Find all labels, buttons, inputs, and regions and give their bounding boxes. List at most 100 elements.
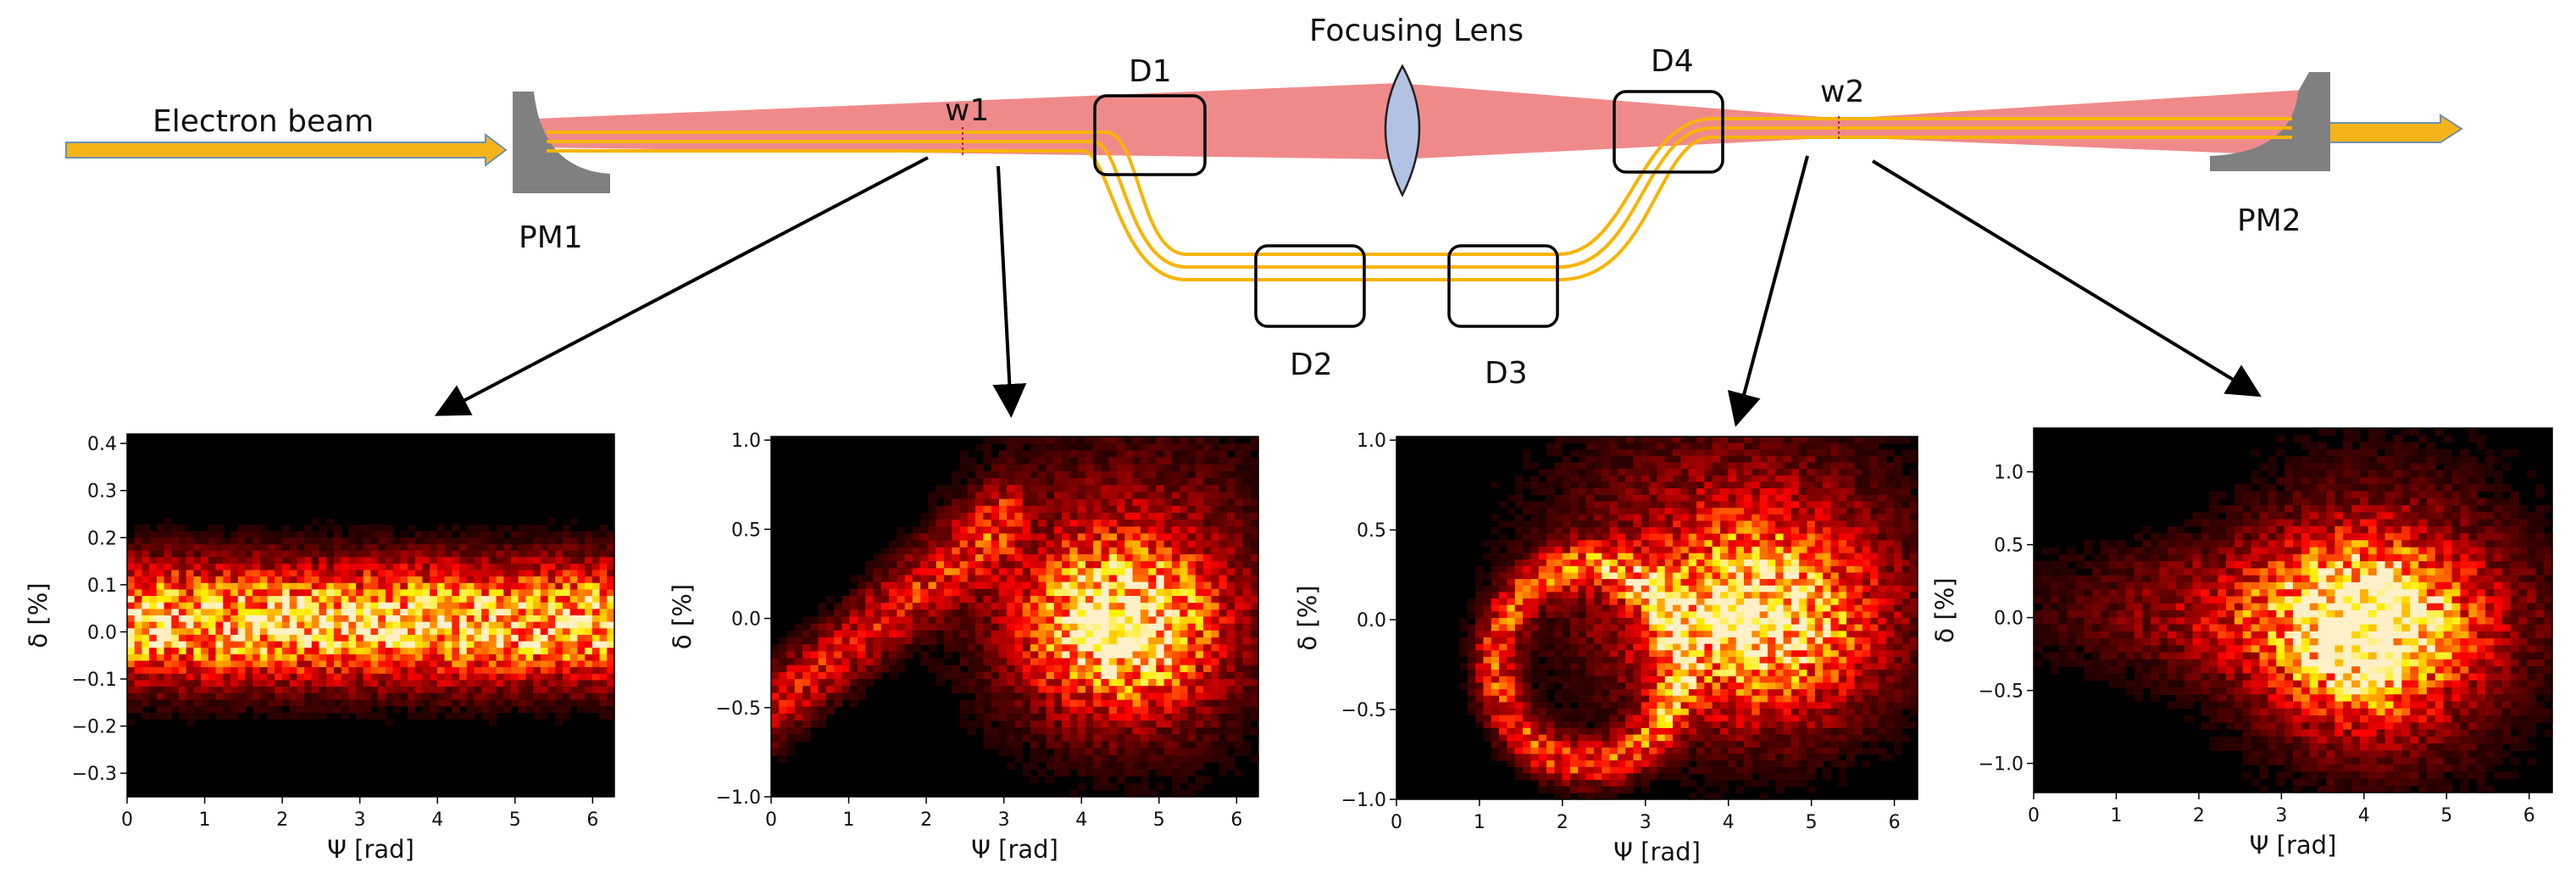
heatmap-cell: [1195, 457, 1204, 465]
heatmap-cell: [1030, 727, 1039, 736]
heatmap-cell: [496, 654, 504, 662]
heatmap-cell: [1093, 443, 1102, 451]
heatmap-cell: [1062, 526, 1070, 535]
heatmap-cell: [1235, 547, 1244, 555]
heatmap-cell: [378, 673, 386, 681]
heatmap-cell: [1038, 727, 1047, 736]
heatmap-cell: [771, 658, 780, 666]
heatmap-cell: [563, 648, 571, 655]
heatmap-cell: [525, 641, 534, 648]
heatmap-cell: [208, 693, 217, 700]
heatmap-cell: [1030, 720, 1039, 728]
heatmap-cell: [1038, 492, 1047, 500]
heatmap-cell: [585, 609, 593, 616]
heatmap-cell: [1124, 520, 1134, 527]
heatmap-cell: [959, 568, 969, 576]
heatmap-cell: [430, 531, 438, 538]
heatmap-cell: [356, 654, 364, 662]
heatmap-cell: [1069, 498, 1079, 507]
heatmap-cell: [237, 654, 246, 662]
panel-1-heatmap: [127, 518, 615, 726]
heatmap-cell: [1148, 789, 1158, 798]
heatmap-cell: [436, 589, 446, 597]
heatmap-cell: [1108, 686, 1118, 693]
heatmap-cell: [920, 512, 930, 520]
heatmap-cell: [1203, 485, 1212, 492]
heatmap-cell: [983, 568, 992, 576]
heatmap-cell: [1491, 695, 1500, 703]
heatmap-cell: [208, 680, 217, 687]
heatmap-cell: [1180, 616, 1189, 625]
heatmap-cell: [245, 699, 253, 707]
heatmap-cell: [1180, 720, 1189, 728]
heatmap-cell: [912, 568, 921, 576]
heatmap-cell: [363, 531, 372, 538]
heatmap-cell: [230, 589, 239, 597]
heatmap-cell: [555, 687, 564, 694]
heatmap-cell: [422, 537, 430, 545]
heatmap-cell: [1180, 437, 1189, 444]
heatmap-cell: [1195, 609, 1204, 618]
heatmap-cell: [1538, 469, 1547, 476]
heatmap-cell: [525, 557, 534, 565]
heatmap-cell: [134, 576, 142, 584]
heatmap-cell: [326, 699, 335, 707]
heatmap-cell: [1514, 689, 1524, 697]
heatmap-cell: [1156, 526, 1165, 535]
heatmap-cell: [1578, 793, 1587, 800]
heatmap-cell: [356, 570, 364, 577]
heatmap-cell: [1235, 609, 1244, 618]
heatmap-cell: [1538, 709, 1547, 716]
heatmap-cell: [983, 561, 992, 569]
heatmap-cell: [794, 637, 803, 645]
heatmap-cell: [1585, 754, 1595, 761]
heatmap-cell: [533, 615, 541, 623]
heatmap-cell: [865, 658, 874, 666]
heatmap-cell: [1585, 592, 1595, 599]
heatmap-cell: [134, 615, 142, 623]
heatmap-cell: [999, 478, 1008, 486]
heatmap-cell: [1038, 568, 1047, 576]
heatmap-cell: [1163, 713, 1173, 721]
heatmap-cell: [171, 699, 180, 707]
heatmap-cell: [1046, 485, 1055, 492]
heatmap-cell: [999, 485, 1008, 492]
heatmap-cell: [1069, 526, 1079, 535]
heatmap-cell: [834, 637, 843, 645]
heatmap-cell: [481, 525, 490, 532]
heatmap-cell: [1022, 581, 1031, 590]
heatmap-cell: [975, 568, 984, 576]
heatmap-cell: [1108, 762, 1118, 770]
heatmap-cell: [591, 628, 601, 636]
heatmap-cell: [1203, 470, 1212, 479]
heatmap-cell: [999, 658, 1008, 666]
heatmap-cell: [1578, 481, 1587, 489]
heatmap-cell: [1077, 741, 1086, 749]
heatmap-cell: [880, 623, 890, 631]
heatmap-cell: [481, 550, 490, 558]
heatmap-cell: [1007, 498, 1016, 507]
heatmap-cell: [275, 673, 283, 681]
heatmap-cell: [1507, 760, 1516, 768]
heatmap-cell: [834, 609, 843, 618]
heatmap-cell: [825, 699, 835, 708]
heatmap-cell: [518, 621, 526, 629]
heatmap-cell: [348, 589, 357, 597]
heatmap-cell: [304, 589, 313, 597]
heatmap-cell: [1491, 572, 1500, 580]
heatmap-cell: [1007, 658, 1016, 666]
heatmap-cell: [1132, 588, 1141, 597]
heatmap-cell: [149, 557, 158, 565]
heatmap-cell: [275, 667, 283, 675]
heatmap-cell: [392, 673, 401, 681]
heatmap-cell: [1124, 665, 1134, 673]
heatmap-cell: [1093, 561, 1102, 569]
heatmap-cell: [577, 537, 586, 545]
heatmap-cell: [230, 582, 239, 590]
heatmap-cell: [825, 693, 835, 701]
heatmap-cell: [1046, 498, 1055, 507]
heatmap-cell: [1132, 651, 1141, 659]
heatmap-cell: [164, 648, 172, 655]
heatmap-cell: [1022, 686, 1031, 693]
heatmap-cell: [408, 660, 416, 668]
